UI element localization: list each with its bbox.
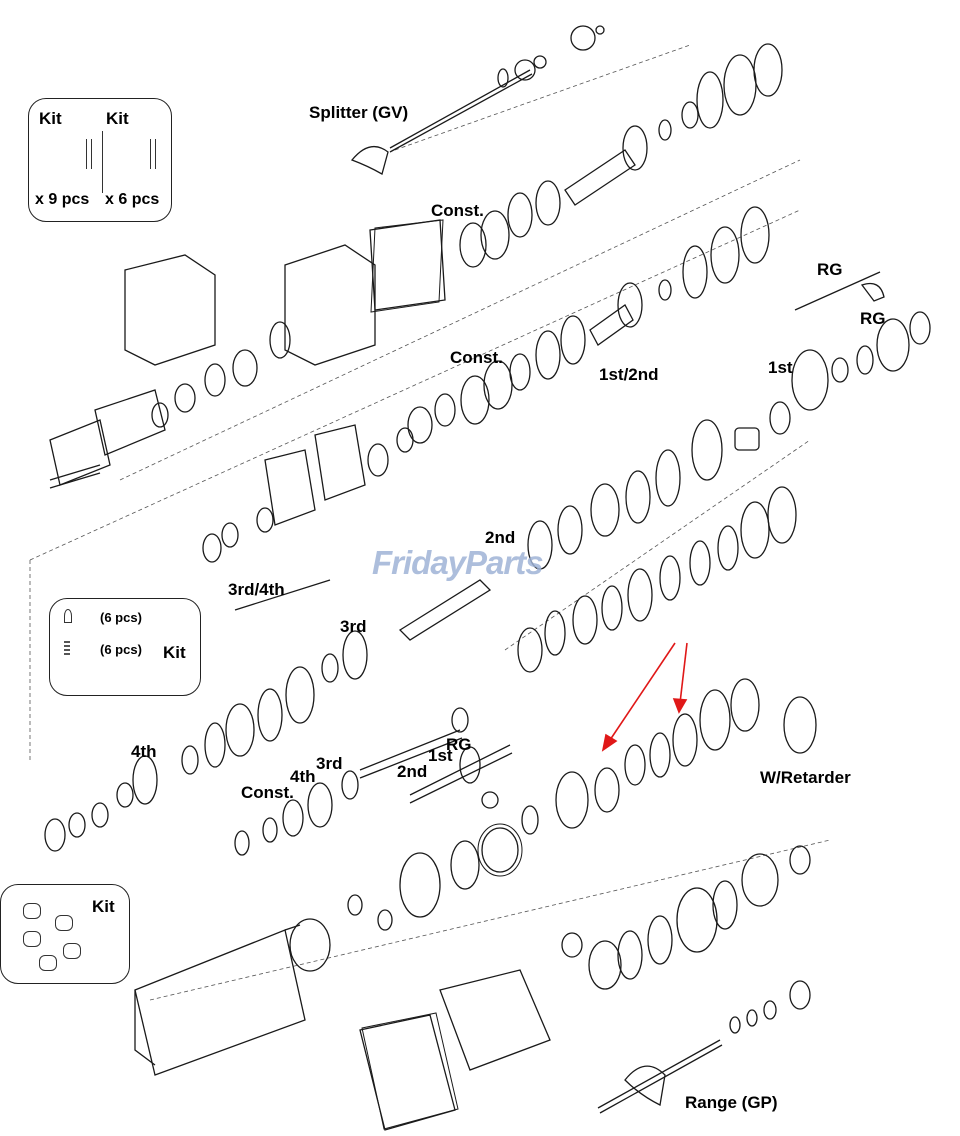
label-const-top: Const. <box>431 201 484 220</box>
main-housing <box>134 840 480 1076</box>
countershaft <box>234 707 513 856</box>
range-shift-fork <box>597 980 811 1114</box>
spring-icon <box>64 641 70 655</box>
retarder-row <box>481 678 817 873</box>
label-3rd-4th: 3rd/4th <box>228 580 285 599</box>
label-w-retarder: W/Retarder <box>760 768 851 787</box>
bolt-icon <box>150 139 156 169</box>
input-gear-row <box>459 43 783 268</box>
kit-col1-qty: x 9 pcs <box>35 191 90 208</box>
label-4th-left: 4th <box>131 742 157 761</box>
pin-icon <box>64 609 72 623</box>
kit-title: Kit <box>163 643 186 662</box>
rg-section <box>734 271 931 451</box>
range-housing <box>359 845 811 1131</box>
roller-icon <box>63 943 81 959</box>
main-gear-row <box>202 419 723 570</box>
roller-icon <box>39 955 57 971</box>
gasket-top <box>370 219 444 313</box>
kit-box-rollers: Kit <box>0 884 130 984</box>
synchro-row <box>517 486 797 673</box>
kit-col1-title: Kit <box>39 109 62 128</box>
label-rg-right: RG <box>860 309 886 328</box>
kit-title: Kit <box>92 897 115 916</box>
label-2nd-shaft: 2nd <box>397 762 428 781</box>
label-rg-top: RG <box>817 260 843 279</box>
kit-divider <box>102 131 103 193</box>
kit-box-pins: (6 pcs) (6 pcs) Kit <box>49 598 201 696</box>
label-2nd: 2nd <box>485 528 516 547</box>
label-1st-shaft: 1st <box>428 746 453 765</box>
kit-box-bolts: Kit Kit x 9 pcs x 6 pcs <box>28 98 172 222</box>
splitter-shaft <box>350 25 605 175</box>
front-housing <box>49 219 446 489</box>
bolt-icon <box>86 139 92 169</box>
label-range: Range (GP) <box>685 1093 778 1112</box>
highlight-arrows <box>601 642 688 752</box>
watermark: FridayParts <box>372 544 544 581</box>
roller-icon <box>55 915 73 931</box>
mainshaft <box>44 579 492 852</box>
label-1st-2nd: 1st/2nd <box>599 365 659 384</box>
roller-icon <box>23 931 41 947</box>
roller-icon <box>23 903 41 919</box>
kit-spring-qty: (6 pcs) <box>100 642 142 657</box>
counter-gear-row <box>151 206 770 444</box>
label-3rd: 3rd <box>340 617 367 636</box>
label-4th-shaft: 4th <box>290 767 316 786</box>
label-3rd-shaft: 3rd <box>316 754 343 773</box>
label-1st-right: 1st <box>768 358 793 377</box>
label-splitter: Splitter (GV) <box>309 103 409 122</box>
kit-col2-qty: x 6 pcs <box>105 191 160 208</box>
label-const-mid: Const. <box>450 348 503 367</box>
label-rg-shaft: RG <box>446 735 472 754</box>
kit-col2-title: Kit <box>106 109 129 128</box>
kit-pin-qty: (6 pcs) <box>100 610 142 625</box>
gasket-bottom <box>361 1012 459 1130</box>
label-const-shaft: Const. <box>241 783 294 802</box>
